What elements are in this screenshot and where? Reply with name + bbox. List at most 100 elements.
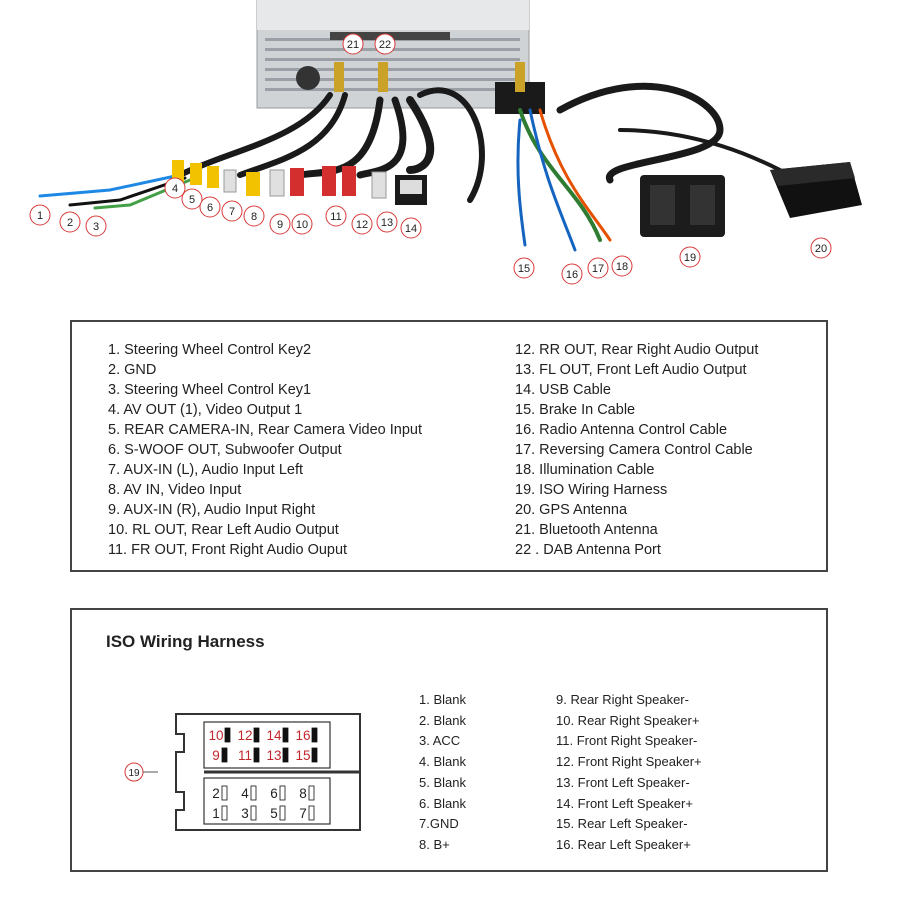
legend-item: 7. AUX-IN (L), Audio Input Left xyxy=(108,462,304,478)
callout-label: 1 xyxy=(37,210,43,222)
callout-label: 4 xyxy=(172,183,178,195)
callout-label: 2 xyxy=(67,217,73,229)
callout-label: 17 xyxy=(592,263,604,275)
pin-item: 7.GND xyxy=(419,816,459,832)
pin-15: 15 xyxy=(295,748,310,763)
callout-7: 7 xyxy=(221,200,243,222)
antenna-posts xyxy=(334,62,525,92)
head-unit-illustration xyxy=(256,0,545,114)
pin-9: 9 xyxy=(212,748,220,763)
pin-13: 13 xyxy=(266,748,281,763)
callout-label: 18 xyxy=(616,261,628,273)
legend-item: 13. FL OUT, Front Left Audio Output xyxy=(515,362,747,378)
pin-item: 15. Rear Left Speaker- xyxy=(556,816,688,832)
callout-17: 17 xyxy=(587,257,609,279)
legend-item: 5. REAR CAMERA-IN, Rear Camera Video Inp… xyxy=(108,422,423,438)
callout-9: 9 xyxy=(269,213,291,235)
pin-item: 8. B+ xyxy=(419,836,450,852)
pin-slot xyxy=(311,727,318,743)
pin-slot xyxy=(279,785,286,801)
callout-15: 15 xyxy=(513,257,535,279)
legend-column-left: 1. Steering Wheel Control Key2 2. GND 3.… xyxy=(108,340,422,560)
pin-slot xyxy=(253,747,260,763)
pin-item: 10. Rear Right Speaker+ xyxy=(556,712,700,728)
callout-label: 11 xyxy=(330,211,341,223)
pin-11: 11 xyxy=(238,748,252,763)
pin-4: 4 xyxy=(241,786,249,801)
iso-title: ISO Wiring Harness xyxy=(106,632,265,651)
callout-16: 16 xyxy=(561,263,583,285)
legend-item: 10. RL OUT, Rear Left Audio Output xyxy=(108,522,339,538)
legend-item: 8. AV IN, Video Input xyxy=(108,482,242,498)
pin-item: 16. Rear Left Speaker+ xyxy=(556,836,691,852)
legend-item: 22 . DAB Antenna Port xyxy=(515,542,661,558)
legend-item: 1. Steering Wheel Control Key2 xyxy=(108,342,312,358)
legend-item: 15. Brake In Cable xyxy=(515,402,636,418)
legend-item: 11. FR OUT, Front Right Audio Ouput xyxy=(108,542,348,558)
pin-slot xyxy=(311,747,318,763)
pin-10: 10 xyxy=(208,728,223,743)
legend-item: 12. RR OUT, Rear Right Audio Output xyxy=(515,342,759,358)
callout-label: 14 xyxy=(405,223,417,235)
pin-item: 4. Blank xyxy=(419,754,466,770)
legend-item: 18. Illumination Cable xyxy=(515,462,655,478)
pin-item: 11. Front Right Speaker- xyxy=(556,733,698,749)
pin-6: 6 xyxy=(270,786,278,801)
callout-6: 6 xyxy=(199,196,221,218)
legend-item: 2. GND xyxy=(108,362,157,378)
callout-label: 8 xyxy=(251,211,257,223)
legend-item: 20. GPS Antenna xyxy=(515,502,628,518)
pin-slot xyxy=(250,785,257,801)
callout-18: 18 xyxy=(611,255,633,277)
pin-slot xyxy=(282,747,289,763)
callout-label: 6 xyxy=(207,202,213,214)
callout-label: 3 xyxy=(93,221,99,233)
callout-label: 10 xyxy=(296,219,308,231)
pin-slot xyxy=(221,805,228,821)
legend-item: 17. Reversing Camera Control Cable xyxy=(515,442,753,458)
callout-label: 19 xyxy=(684,252,696,264)
pin-1: 1 xyxy=(212,806,220,821)
pin-slot xyxy=(282,727,289,743)
cable-bundle xyxy=(38,82,782,252)
callout-label: 16 xyxy=(566,269,578,281)
callout-label: 13 xyxy=(381,217,393,229)
pin-item: 12. Front Right Speaker+ xyxy=(556,754,702,770)
callout-20: 20 xyxy=(810,237,832,259)
callout-11: 11 xyxy=(325,205,347,227)
callout-label: 7 xyxy=(229,206,235,218)
pin-item: 9. Rear Right Speaker- xyxy=(556,692,689,707)
pin-slot xyxy=(279,805,286,821)
callout-22: 22 xyxy=(374,33,396,55)
pin-list-left: 1. Blank 2. Blank 3. ACC 4. Blank 5. Bla… xyxy=(419,690,466,856)
callout-label: 5 xyxy=(189,194,195,206)
legend-item: 21. Bluetooth Antenna xyxy=(515,522,658,538)
legend-item: 16. Radio Antenna Control Cable xyxy=(515,422,728,438)
legend-item: 19. ISO Wiring Harness xyxy=(515,482,668,498)
callout-label: 12 xyxy=(356,219,368,231)
pin-item: 3. ACC xyxy=(419,733,461,749)
callout-13: 13 xyxy=(376,211,398,233)
legend-item: 14. USB Cable xyxy=(515,382,611,398)
pin-5: 5 xyxy=(270,806,278,821)
pin-7: 7 xyxy=(299,806,307,821)
pin-slot xyxy=(253,727,260,743)
rca-connectors xyxy=(172,160,427,205)
callout-19: 19 xyxy=(679,246,701,268)
pin-item: 13. Front Left Speaker- xyxy=(556,774,690,790)
pin-item: 1. Blank xyxy=(419,692,466,707)
legend-item: 4. AV OUT (1), Video Output 1 xyxy=(108,402,303,418)
pin-8: 8 xyxy=(299,786,307,801)
pin-item: 5. Blank xyxy=(419,774,466,790)
pin-16: 16 xyxy=(295,728,310,743)
callout-2: 2 xyxy=(59,211,81,233)
callout-4: 4 xyxy=(164,177,186,199)
legend-column-right: 12. RR OUT, Rear Right Audio Output 13. … xyxy=(515,340,758,560)
pin-14: 14 xyxy=(266,728,282,743)
pin-slot xyxy=(224,727,231,743)
pin-slot xyxy=(308,785,315,801)
callout-1: 1 xyxy=(29,204,51,226)
